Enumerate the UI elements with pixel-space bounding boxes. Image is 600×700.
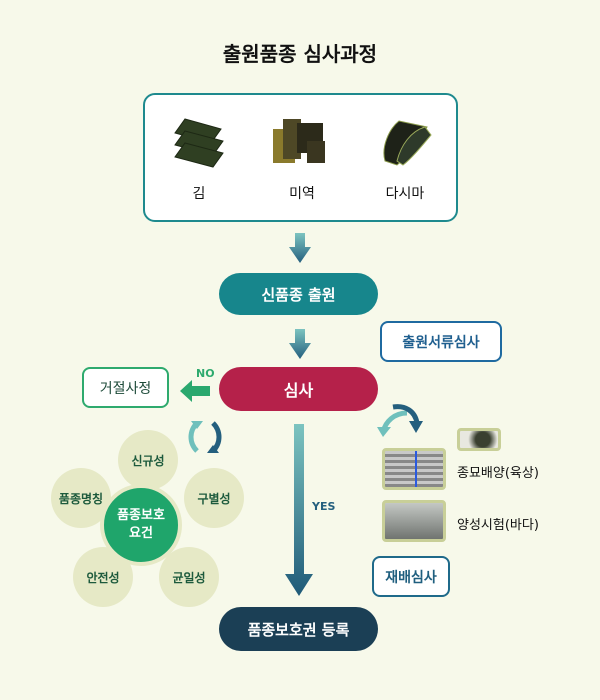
cycle-icon xyxy=(377,404,423,437)
yes-down-arrow-icon xyxy=(285,424,313,596)
left-arrow-icon xyxy=(180,380,210,402)
step-examination: 심사 xyxy=(219,367,378,411)
down-arrow-icon xyxy=(289,329,311,359)
step-application: 신품종 출원 xyxy=(219,273,378,315)
rejection-box: 거절사정 xyxy=(82,367,169,408)
requirement-novelty: 신규성 xyxy=(118,430,178,490)
document-review-box: 출원서류심사 xyxy=(380,321,502,362)
yes-label: YES xyxy=(312,500,336,513)
laver-image xyxy=(174,118,224,168)
crop-box: 김 미역 다시마 xyxy=(143,93,458,222)
no-label: NO xyxy=(196,367,215,380)
cycle-icon xyxy=(188,421,222,453)
down-arrow-icon xyxy=(289,233,311,263)
crop-label-seaweed: 미역 xyxy=(289,186,315,202)
requirements-center-label: 품종보호 요건 xyxy=(117,507,165,541)
cultivation-label-sea: 양성시험(바다) xyxy=(457,518,539,533)
sea-trial-photo xyxy=(382,500,446,542)
crop-label-kelp: 다시마 xyxy=(385,186,425,202)
requirement-distinctness: 구별성 xyxy=(184,468,244,528)
page-title: 출원품종 심사과정 xyxy=(222,42,378,66)
cultivation-label-land: 종묘배양(육상) xyxy=(457,466,539,481)
land-culture-photo xyxy=(382,448,446,490)
requirement-uniformity: 균일성 xyxy=(159,547,219,607)
seed-photo xyxy=(457,428,501,451)
crop-label-laver: 김 xyxy=(192,186,206,202)
cultivation-review-box: 재배심사 xyxy=(372,556,450,597)
requirements-center: 품종보호 요건 xyxy=(100,484,182,566)
seaweed-image xyxy=(273,119,325,163)
kelp-image xyxy=(383,120,432,166)
step-registration: 품종보호권 등록 xyxy=(219,607,378,651)
